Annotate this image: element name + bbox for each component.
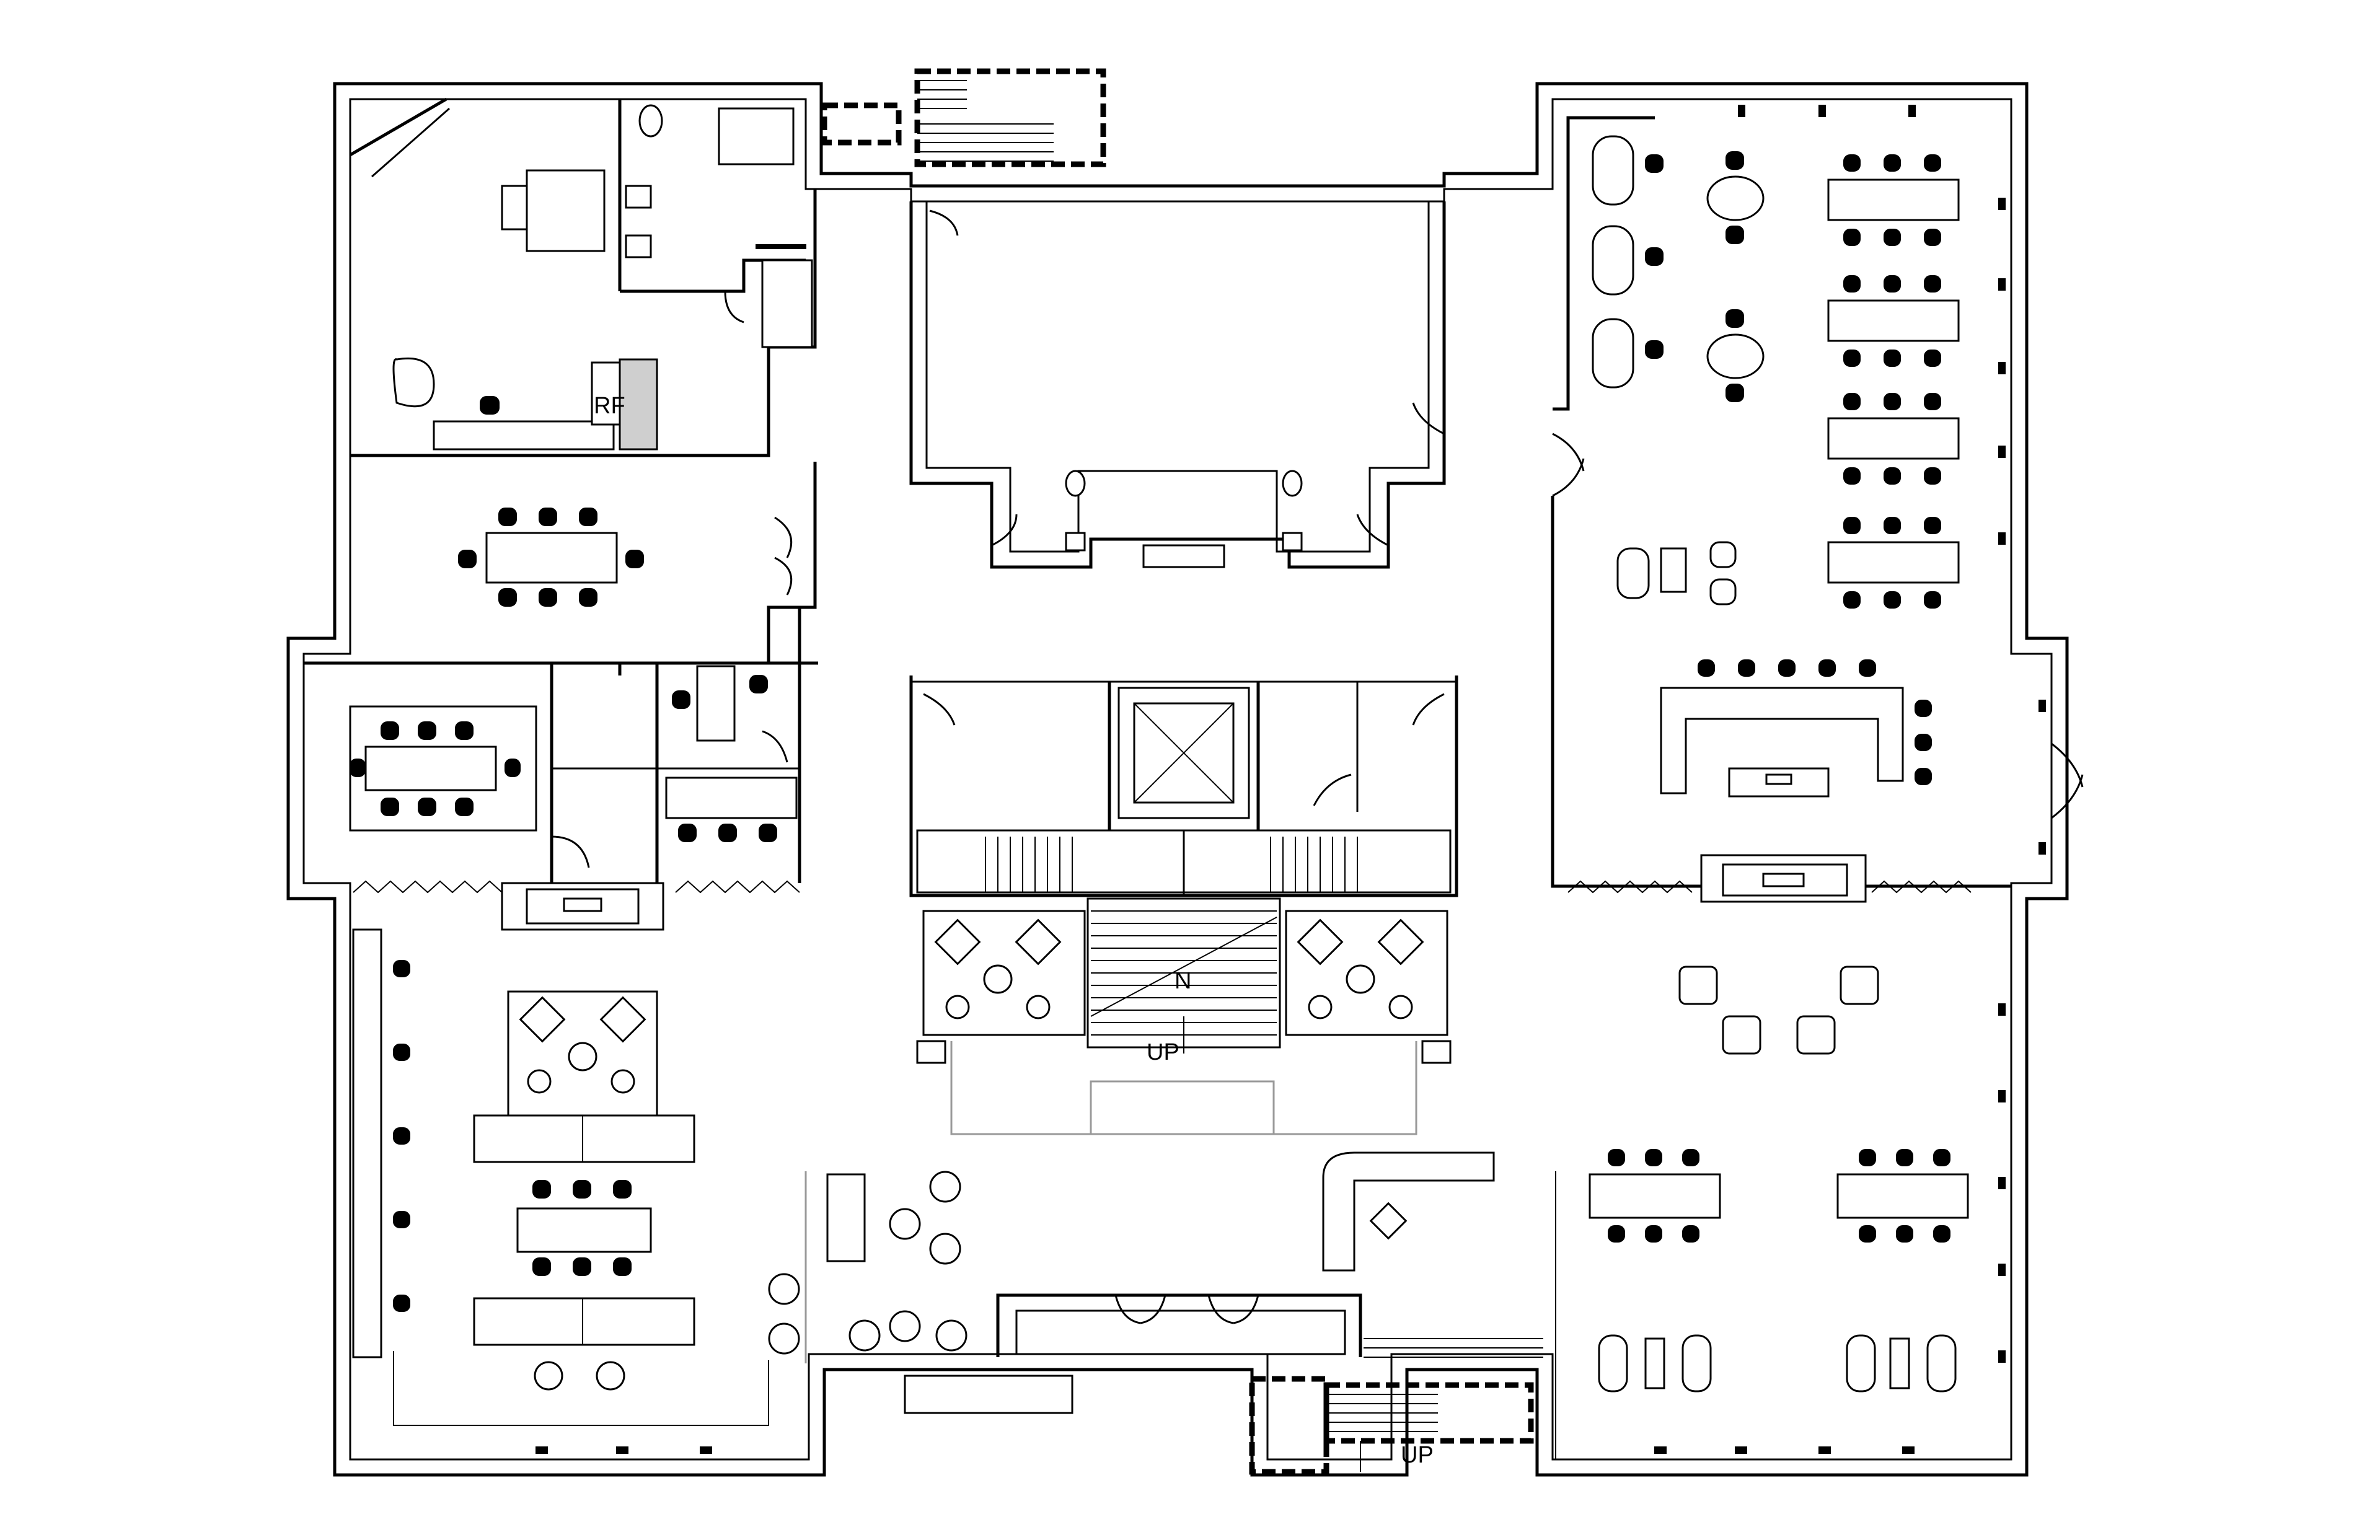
south-entry: UP [904, 1151, 1543, 1475]
study-chairs [1645, 151, 1941, 785]
south-stair-up-label: UP [1401, 1442, 1434, 1468]
se-lounge [1555, 966, 1969, 1459]
reception-desk [1660, 687, 1904, 794]
east-study [1551, 116, 2084, 903]
columns [536, 105, 2046, 1454]
kitchen-counter [433, 420, 615, 451]
fridge-label: RF [594, 393, 625, 419]
exterior-walls [286, 82, 2069, 1477]
conference-chairs [458, 508, 644, 607]
sofa-2 [473, 1297, 695, 1346]
conference-room-west [350, 462, 817, 675]
wall-bench [352, 928, 382, 1358]
west-offices [304, 607, 818, 931]
sw-lounge [352, 928, 967, 1426]
meeting-table [364, 746, 497, 791]
sofa [473, 1114, 695, 1163]
office-desk [696, 665, 736, 742]
table [516, 1207, 652, 1253]
main-stair-up-label: UP [1147, 1039, 1179, 1065]
bed [526, 169, 606, 252]
conference-table [485, 532, 618, 584]
central-north-hall [909, 201, 1446, 569]
nw-apartment: RF [349, 97, 817, 457]
north-stair [821, 68, 1106, 167]
stair-arrow-label: N [1175, 968, 1191, 994]
core: N UP [909, 675, 1458, 1135]
toilet [638, 104, 663, 138]
armchair [392, 357, 435, 408]
